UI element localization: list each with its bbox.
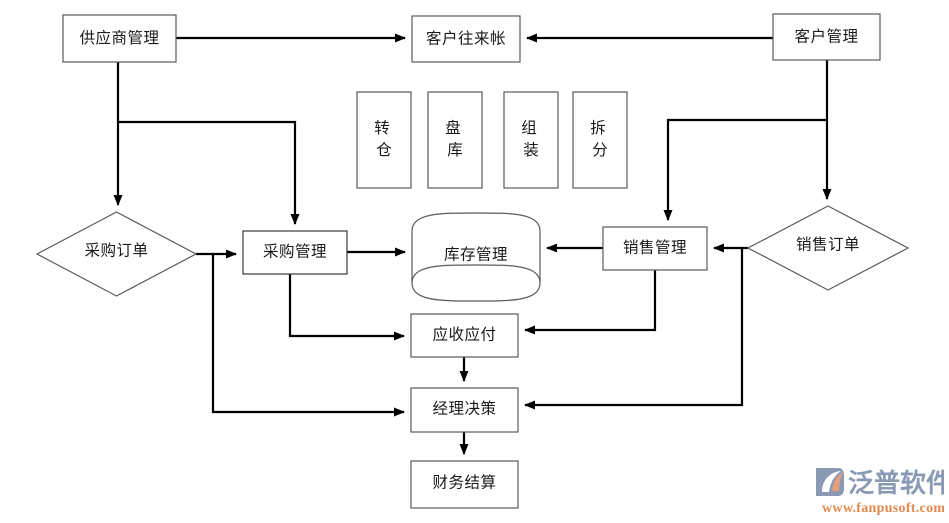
node-label-purchase-mgmt: 采购管理 (263, 243, 327, 261)
edge-customer-mgmt-to-sales-mgmt (663, 118, 827, 221)
node-supplier-mgmt[interactable]: 供应商管理 (62, 14, 177, 63)
disassemble-char-2: 分 (592, 141, 608, 159)
assemble-char-1: 组 (521, 119, 537, 137)
edge-purchase-order-to-manager-decision (211, 254, 405, 417)
stocktake-char-2: 库 (447, 141, 463, 159)
node-finance-settlement[interactable]: 财务结算 (410, 460, 519, 509)
connector-layer (113, 33, 832, 455)
node-label-purchase-order: 采购订单 (84, 242, 148, 260)
transfer-warehouse-char-1: 转 (374, 119, 390, 137)
node-label-customer-ledger: 客户往来帐 (426, 30, 506, 48)
node-receivable-payable[interactable]: 应收应付 (410, 313, 519, 358)
node-label-customer-mgmt: 客户管理 (794, 28, 858, 46)
node-customer-mgmt[interactable]: 客户管理 (772, 13, 881, 61)
stocktake-char-1: 盘 (445, 118, 461, 137)
node-label-assemble: 组 装 (521, 119, 540, 159)
node-manager-decision[interactable]: 经理决策 (410, 387, 519, 433)
node-purchase-order[interactable]: 采购订单 (35, 211, 198, 297)
node-disassemble[interactable]: 拆 分 (572, 91, 628, 189)
node-assemble[interactable]: 组 装 (503, 91, 559, 189)
transfer-warehouse-char-2: 仓 (376, 141, 392, 159)
assemble-char-2: 装 (523, 141, 539, 159)
node-label-inventory-mgmt: 库存管理 (444, 246, 508, 264)
node-sales-order[interactable]: 销售订单 (746, 205, 910, 291)
edge-supplier-to-purchase-mgmt (118, 120, 300, 225)
node-inventory-mgmt[interactable]: 库存管理 (411, 212, 541, 302)
node-sales-mgmt[interactable]: 销售管理 (602, 226, 708, 271)
edge-sales-order-to-manager-decision (524, 248, 744, 410)
node-stocktake[interactable]: 盘 库 (427, 91, 483, 189)
node-transfer-warehouse[interactable]: 转 仓 (356, 91, 412, 189)
node-label-supplier-mgmt: 供应商管理 (79, 28, 159, 47)
node-purchase-mgmt[interactable]: 采购管理 (242, 230, 348, 275)
node-customer-ledger[interactable]: 客户往来帐 (411, 15, 521, 63)
node-label-receivable-payable: 应收应付 (432, 325, 496, 344)
node-label-sales-order: 销售订单 (796, 236, 860, 254)
node-label-transfer-warehouse: 转 仓 (374, 119, 393, 159)
node-label-manager-decision: 经理决策 (432, 400, 496, 418)
node-label-finance-settlement: 财务结算 (432, 473, 496, 492)
edge-purchase-mgmt-to-receivable (288, 274, 405, 341)
node-label-stocktake: 盘 库 (445, 118, 464, 159)
disassemble-char-1: 拆 (590, 119, 606, 137)
node-label-disassemble: 拆 分 (590, 119, 609, 159)
edge-sales-mgmt-to-receivable (524, 270, 657, 335)
node-label-sales-mgmt: 销售管理 (623, 239, 687, 257)
